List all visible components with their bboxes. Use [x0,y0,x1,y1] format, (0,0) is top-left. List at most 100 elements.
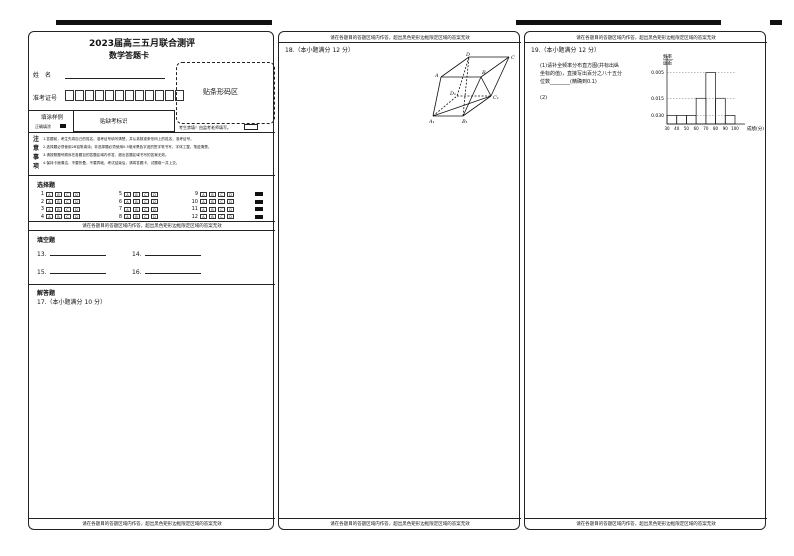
answer-title: 解答题 [37,290,56,297]
choice-option-b[interactable]: B [55,206,62,212]
choice-number: 11 [191,206,198,212]
choice-option-c[interactable]: C [64,191,71,197]
q19-part2: (2) [540,95,548,101]
histogram-x-tick: 30 [664,126,670,131]
exam-id-label: 准考证号 [33,95,58,102]
histogram-bar [724,115,736,125]
timing-mark [255,214,263,219]
vertex-D: D [465,52,470,58]
choice-option-b[interactable]: B [55,214,62,219]
choice-option-d[interactable]: D [227,199,234,204]
divider [279,42,521,43]
choice-option-a[interactable]: A [46,214,53,219]
histogram-bar [676,115,687,125]
choice-option-d[interactable]: D [151,206,158,212]
choice-option-a[interactable]: A [124,206,131,212]
choice-option-b[interactable]: B [209,191,216,197]
choice-number: 1 [40,191,44,197]
histogram-x-tick: 50 [684,126,690,131]
card-title: 数学答题卡 [109,51,149,60]
choice-option-b[interactable]: B [55,191,62,197]
choice-title: 选择题 [37,182,56,189]
choice-option-c[interactable]: C [142,191,149,197]
q19-answer-area[interactable] [525,137,767,512]
choice-option-c[interactable]: C [142,206,149,212]
choice-number: 2 [40,198,44,205]
fill-in-16[interactable]: 16. [132,269,201,276]
choice-option-b[interactable]: B [133,206,140,212]
choice-option-c[interactable]: C [218,214,225,219]
choice-option-a[interactable]: A [46,191,53,197]
choice-option-d[interactable]: D [151,191,158,197]
fill-example-sub: 正确填涂 [35,124,51,129]
choice-option-d[interactable]: D [151,214,158,219]
choice-option-b[interactable]: B [133,191,140,197]
fill-in-13[interactable]: 13. [37,251,106,258]
warning-text: 请在各题目的答题区域内作答，超出黑色矩形边框限定区域的答案无效 [576,522,716,527]
q17-answer-area[interactable] [29,307,275,517]
choice-number: 9 [194,191,198,197]
choice-option-d[interactable]: D [227,206,234,212]
notes-line: 2.选择题必须使用2B铅笔填涂；非选择题必须使用0.5毫米黑色字迹的签字笔书写，… [43,145,212,149]
histogram-x-tick: 40 [674,126,680,131]
histogram-x-tick: 60 [694,126,700,131]
fill-example-label: 填涂样例 [41,115,64,121]
choice-option-c[interactable]: C [218,191,225,197]
choice-option-b[interactable]: B [55,199,62,204]
choice-option-c[interactable]: C [142,199,149,204]
choice-option-d[interactable]: D [73,214,80,219]
choice-option-b[interactable]: B [209,199,216,204]
timing-mark [255,207,263,211]
choice-number: 5 [118,191,122,197]
choice-number: 7 [118,206,122,212]
choice-option-a[interactable]: A [46,199,53,204]
choice-option-c[interactable]: C [218,199,225,204]
choice-option-a[interactable]: A [200,214,207,219]
q18-prism-figure: A D C B D₁ C₁ A₁ B₁ [429,52,515,124]
absent-note: 考生禁填！由监考老师填写。 [179,125,231,130]
choice-option-a[interactable]: A [200,191,207,197]
fill-in-14[interactable]: 14. [132,251,201,258]
choice-option-c[interactable]: C [64,199,71,204]
name-field[interactable] [65,78,165,79]
absent-checkbox[interactable] [244,124,258,130]
barcode-area: 贴条形码区 [176,62,275,124]
fill-in-title: 填空题 [37,237,56,244]
choice-option-b[interactable]: B [209,214,216,219]
choice-option-a[interactable]: A [124,214,131,219]
choice-option-c[interactable]: C [218,206,225,212]
choice-option-d[interactable]: D [73,199,80,204]
middle-panel: 请在各题目的答题区域内作答，超出黑色矩形边框限定区域的答案无效 18.（本小题满… [278,31,521,530]
choice-option-a[interactable]: A [200,206,207,212]
choice-option-c[interactable]: C [64,206,71,212]
vertex-D1: D₁ [449,91,456,97]
choice-option-a[interactable]: A [124,199,131,204]
choice-option-c[interactable]: C [64,214,71,219]
edge-A1D1 [432,95,458,117]
missing-exam-box: 贴缺考标识 [73,110,175,132]
choice-option-d[interactable]: D [227,214,234,219]
edge-AD [440,56,470,78]
edge-A1C1 [432,95,492,117]
choice-option-b[interactable]: B [133,214,140,219]
divider [29,284,275,285]
choice-option-b[interactable]: B [209,206,216,212]
choice-option-d[interactable]: D [73,206,80,212]
choice-option-a[interactable]: A [124,191,131,197]
fill-in-15[interactable]: 15. [37,269,106,276]
choice-option-b[interactable]: B [133,199,140,204]
choice-option-d[interactable]: D [151,199,158,204]
choice-option-a[interactable]: A [46,206,53,212]
q18-answer-area[interactable] [279,127,521,512]
choice-option-d[interactable]: D [227,191,234,197]
choice-option-a[interactable]: A [200,199,207,204]
divider [525,42,767,43]
choice-option-d[interactable]: D [73,191,80,197]
q18-label: 18.（本小题满分 12 分） [285,47,354,54]
choice-option-c[interactable]: C [142,214,149,219]
exam-id-boxes[interactable] [65,90,185,101]
